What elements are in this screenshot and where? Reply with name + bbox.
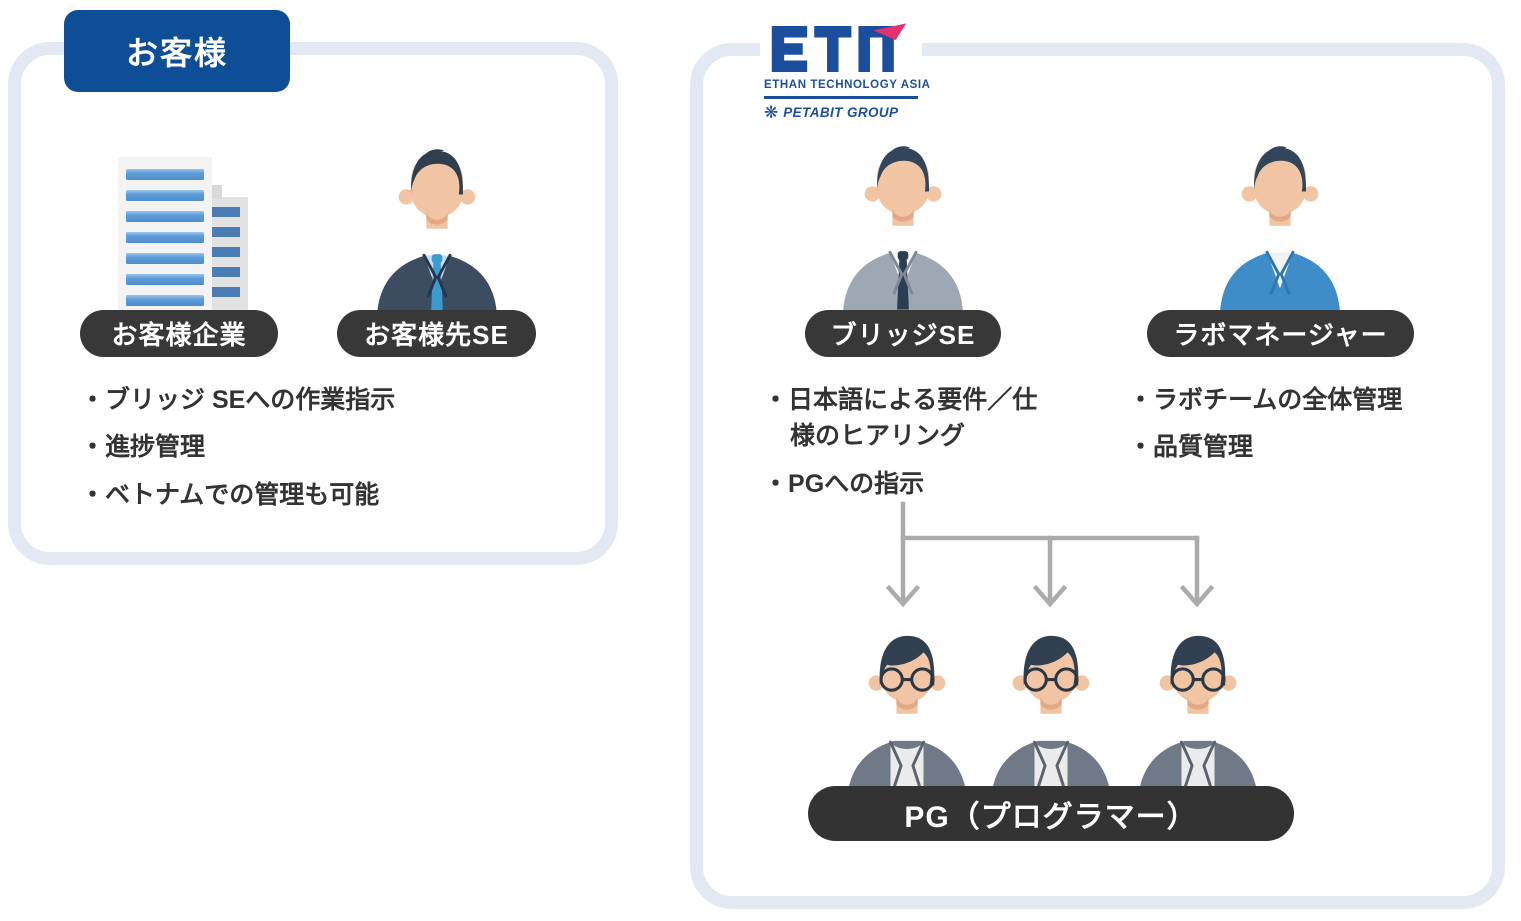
- bridge-se-bullet-list: 日本語による要件／仕様のヒアリング PGへの指示: [763, 382, 1041, 513]
- pg-avatar-icon: [842, 630, 972, 807]
- pg-pill: PG（プログラマー）: [808, 786, 1294, 841]
- pg-avatar-icon: [986, 630, 1116, 807]
- customer-se-avatar-icon: [372, 145, 502, 322]
- customer-company-pill: お客様企業: [80, 310, 278, 357]
- customer-bullet: ブリッジ SEへの作業指示: [80, 382, 550, 418]
- eta-logo-mark-icon: [771, 23, 907, 72]
- eta-logo-acronym: ETA: [764, 22, 765, 23]
- bridge-se-avatar-icon: [838, 142, 968, 319]
- pg-avatar-icon: [1133, 630, 1263, 807]
- lab-manager-pill: ラボマネージャー: [1147, 310, 1414, 357]
- company-building-icon: [118, 157, 248, 315]
- petabit-flower-icon: ❋: [764, 103, 779, 122]
- customer-badge: お客様: [64, 10, 290, 92]
- petabit-group-logo: ❋ PETABIT GROUP: [764, 104, 918, 121]
- lab-manager-avatar-icon: [1215, 142, 1345, 319]
- lab-manager-bullet: ラボチームの全体管理: [1128, 382, 1468, 418]
- instruction-arrows-icon: [885, 501, 1215, 608]
- bridge-se-bullet: PGへの指示: [763, 466, 1041, 502]
- customer-bullet: 進捗管理: [80, 429, 550, 465]
- customer-bullet: ベトナムでの管理も可能: [80, 477, 550, 513]
- petabit-group-name: PETABIT GROUP: [783, 105, 899, 120]
- lab-manager-bullet-list: ラボチームの全体管理 品質管理: [1128, 382, 1468, 477]
- customer-se-pill: お客様先SE: [337, 310, 536, 357]
- bridge-se-pill: ブリッジSE: [805, 310, 1001, 357]
- customer-bullet-list: ブリッジ SEへの作業指示 進捗管理 ベトナムでの管理も可能: [80, 382, 550, 524]
- eta-company-name: ETHAN TECHNOLOGY ASIA: [764, 79, 931, 91]
- lab-manager-bullet: 品質管理: [1128, 429, 1468, 465]
- eta-logo: ETA ETHAN TECHNOLOGY ASIA ❋ PETABIT GROU…: [760, 16, 931, 125]
- bridge-se-bullet: 日本語による要件／仕様のヒアリング: [763, 382, 1041, 455]
- logo-divider: [764, 96, 918, 99]
